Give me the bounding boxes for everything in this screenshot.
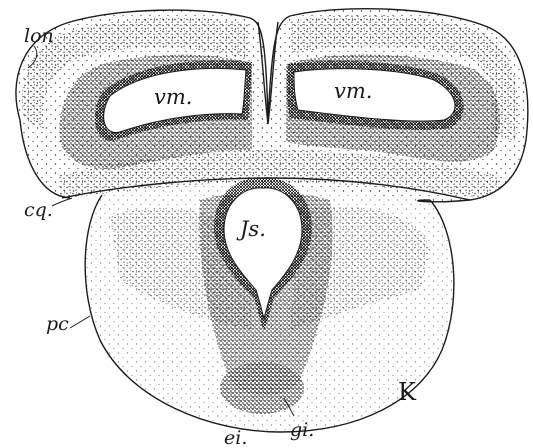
label-cq: cq. bbox=[24, 199, 53, 221]
label-gi: gi. bbox=[290, 419, 314, 441]
label-vm-left: vm. bbox=[154, 85, 192, 109]
label-ei: ei. bbox=[224, 427, 247, 448]
label-lon: lon bbox=[24, 25, 54, 47]
monogram: K bbox=[398, 378, 417, 406]
label-vm-right: vm. bbox=[334, 79, 372, 103]
label-pc: pc bbox=[46, 313, 69, 335]
leader-pc bbox=[70, 316, 90, 328]
label-js: Js. bbox=[236, 217, 266, 241]
leader-cq bbox=[52, 198, 72, 206]
